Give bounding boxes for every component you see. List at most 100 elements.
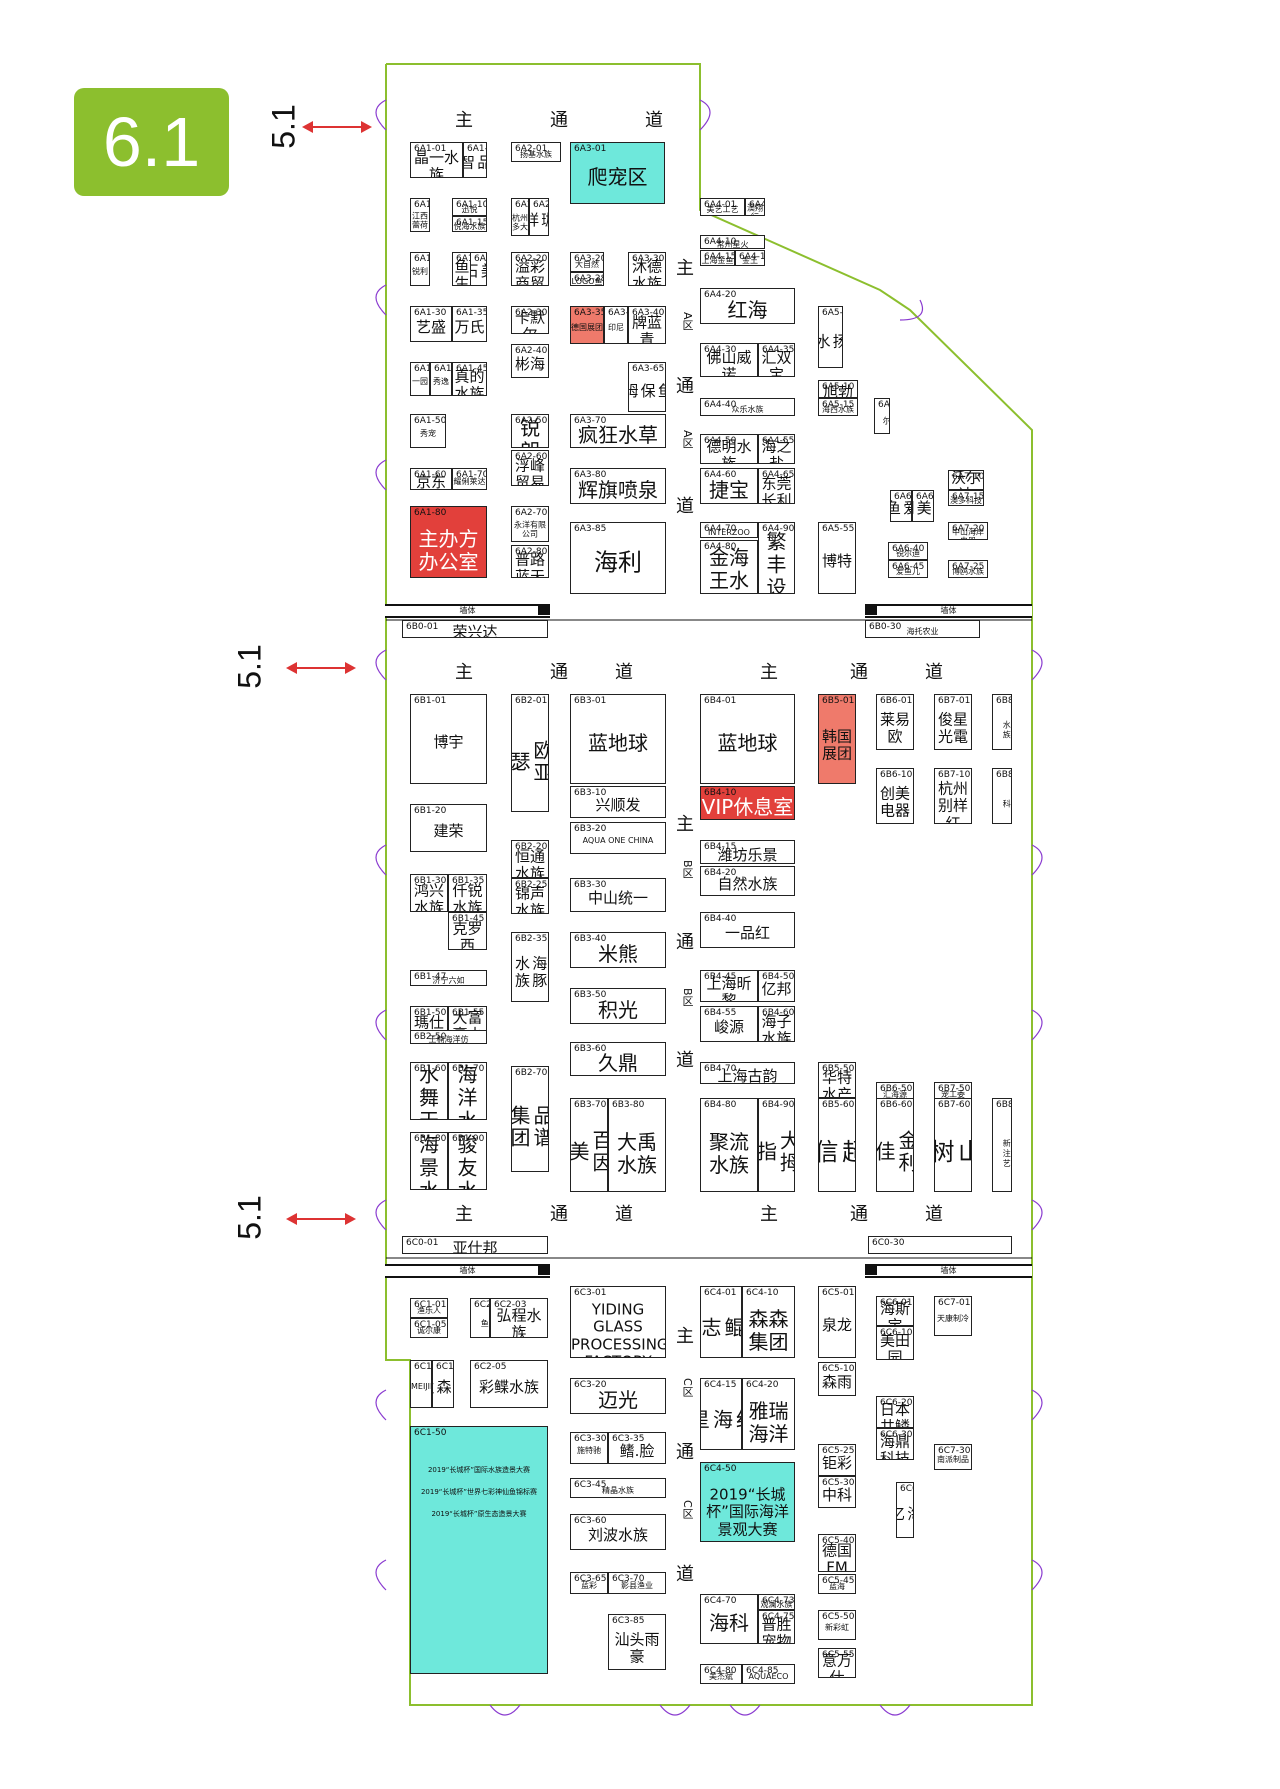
booth-6a7-20[interactable]: 6A7-20中山海岸电器 [948,522,988,540]
booth-6c0-30[interactable]: 6C0-30 [868,1236,1012,1254]
booth-6a4-90[interactable]: 6A4-90繁丰设计 [758,522,795,594]
booth-6a6-01[interactable]: 6A6-01吉蓓尔 [874,398,890,434]
booth-6a1-11[interactable]: 6A1-11江西蕾荷 [410,198,430,232]
booth-6a2-10[interactable]: 6A2-10杭州多大 [511,198,529,236]
booth-6a1-26[interactable]: 6A1-26美石 [470,252,487,286]
booth-6a1-05[interactable]: 6A1-05品智 [463,142,487,178]
booth-6a3-38[interactable]: 6A3-38印尼 [604,306,628,344]
booth-6a5-01[interactable]: 6A5-01激扬水族 [818,306,843,368]
booth-6a4-05[interactable]: 6A4-05澳翔行 [745,198,765,216]
booth-6c6-35[interactable]: 6C6-35海亿 [896,1482,914,1538]
booth-6a7-10[interactable]: 6A7-10沃尔达 [948,470,984,490]
booth-6a2-30[interactable]: 6A2-30卡默尔 [511,306,549,334]
booth-6b1-80[interactable]: 6B1-80海景水族 [410,1132,448,1190]
booth-6a4-18[interactable]: 6A4-18金王 [735,250,765,266]
booth-6b1-70[interactable]: 6B1-70海洋水族 [448,1062,487,1120]
booth-6b8-10[interactable]: 6B8-10圣大科 [992,768,1012,824]
booth-6c4-15[interactable]: 6C4-15红海星 [700,1378,742,1450]
booth-6c1-15[interactable]: 6C1-15醉森秋 [432,1360,454,1408]
booth-6a1-20[interactable]: 6A1-20锐利 [410,252,430,286]
booth-6c1-11[interactable]: 6C1-11MEIJING [410,1360,432,1408]
